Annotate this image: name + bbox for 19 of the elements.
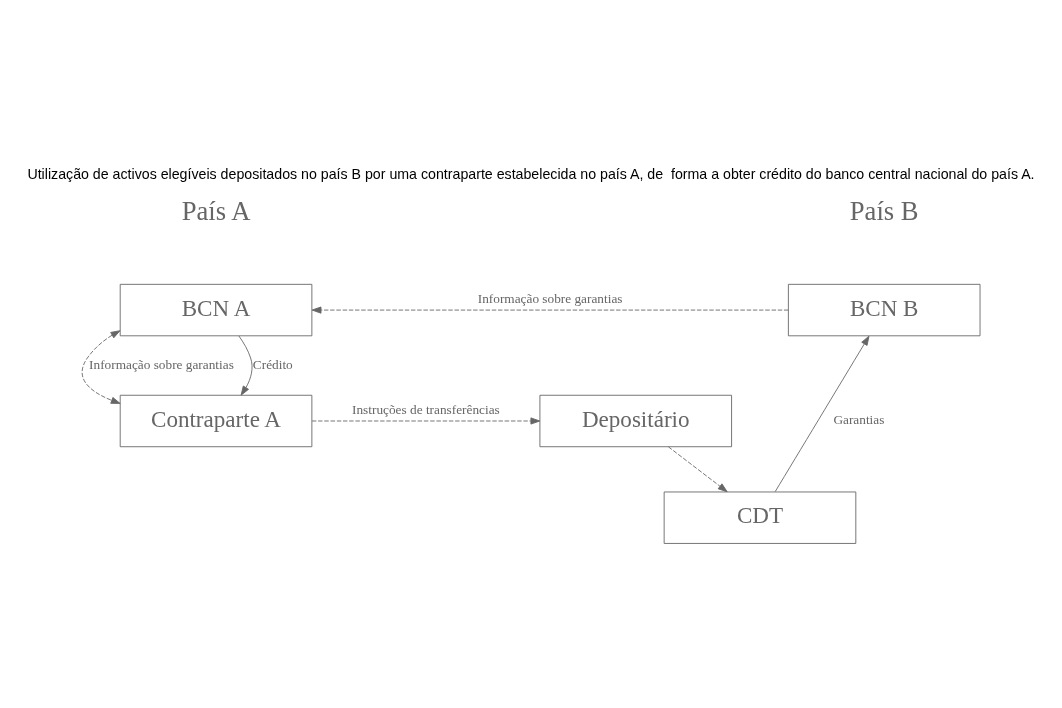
node-box: CDT — [663, 491, 857, 544]
arrow — [81, 330, 121, 404]
edge-label: Crédito — [252, 356, 293, 372]
edge-label: Garantias — [833, 412, 885, 428]
arrow — [667, 446, 728, 493]
arrow — [774, 335, 870, 493]
edge-label: Instruções de transferências — [352, 401, 500, 417]
edge-label: Informação sobre garantias — [477, 290, 623, 306]
edge-label: Informação sobre garantias — [89, 356, 234, 372]
diagram-title: Utilização de activos elegíveis depositados no país B por uma contraparte estabelecida no país A, de forma a obter crédito do banco central nacional do país A. — [27, 166, 1035, 183]
arrow — [311, 306, 789, 314]
arrow — [238, 335, 253, 396]
arrow — [311, 417, 541, 425]
node-box: Depositário — [539, 394, 733, 448]
node-box: Contraparte A — [119, 394, 313, 448]
node-box: BCN A — [119, 283, 313, 337]
node-box: BCN B — [787, 283, 981, 337]
label: País A — [181, 196, 251, 227]
label: País B — [849, 196, 919, 227]
